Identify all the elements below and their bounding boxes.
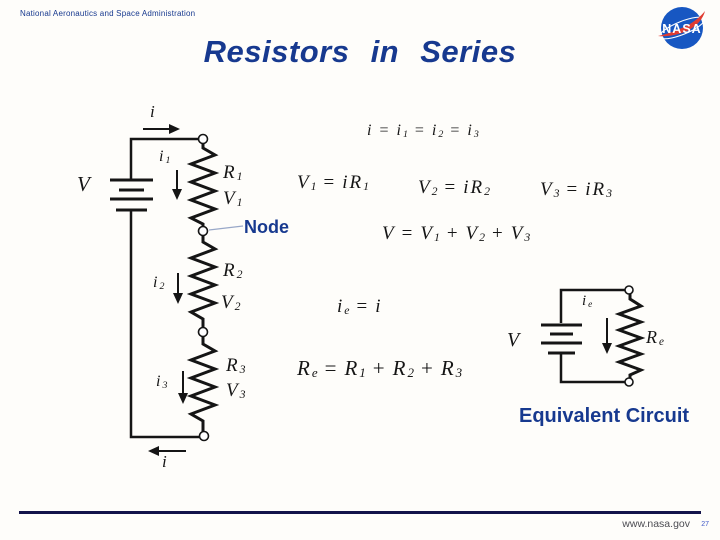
page-number: 27 — [701, 521, 709, 528]
nasa-logo-swoosh — [658, 11, 705, 37]
equiv-node-dot-bottom — [624, 377, 634, 387]
nasa-logo-orbit — [659, 16, 705, 40]
resistor-re-symbol — [614, 294, 646, 378]
agency-name-text: National Aeronautics and Space Administr… — [20, 9, 196, 18]
equiv-wire-bottom — [559, 353, 625, 384]
label-equiv-v-source: V — [507, 329, 520, 351]
nasa-logo: NASA — [658, 7, 705, 49]
footer-rule — [19, 511, 701, 514]
footer-url: www.nasa.gov — [622, 518, 690, 530]
current-arrow-i3 — [178, 371, 188, 404]
resistor-r2-symbol — [186, 235, 220, 328]
current-arrows — [143, 124, 188, 456]
label-node: Node — [244, 217, 289, 237]
wire-top-left — [129, 137, 199, 180]
equivalent-circuit-wires — [559, 288, 625, 384]
current-arrow-bottom — [148, 446, 186, 456]
resistor-r3-symbol — [186, 335, 220, 432]
label-i-bottom: i — [162, 452, 167, 471]
node-dots — [197, 133, 210, 442]
battery-symbol — [110, 178, 153, 212]
main-circuit-wires — [129, 137, 199, 439]
resistor-r1-symbol — [186, 143, 220, 227]
current-arrow-i2 — [173, 273, 183, 304]
equiv-node-dot-top — [624, 285, 634, 295]
label-v-source: V — [77, 172, 90, 196]
node-dot-middle — [197, 326, 209, 338]
equiv-wire-top — [559, 288, 625, 323]
node-dot-labeled — [197, 225, 209, 237]
wire-bottom-left — [129, 210, 199, 439]
node-dot-top — [197, 133, 209, 145]
page-title: Resistors in Series — [203, 34, 517, 69]
current-arrow-ie — [602, 318, 612, 354]
node-dot-bottom — [198, 430, 210, 442]
node-pointer-line — [208, 225, 244, 231]
current-arrow-top — [143, 124, 180, 134]
current-arrow-i1 — [172, 170, 182, 200]
nasa-logo-text: NASA — [662, 22, 701, 36]
equiv-node-dots — [624, 285, 634, 387]
resistor-symbols — [186, 143, 220, 432]
equivalent-circuit-caption: Equivalent Circuit — [519, 405, 690, 427]
label-i-top: i — [150, 102, 155, 121]
equivalent-battery-symbol — [541, 323, 582, 355]
